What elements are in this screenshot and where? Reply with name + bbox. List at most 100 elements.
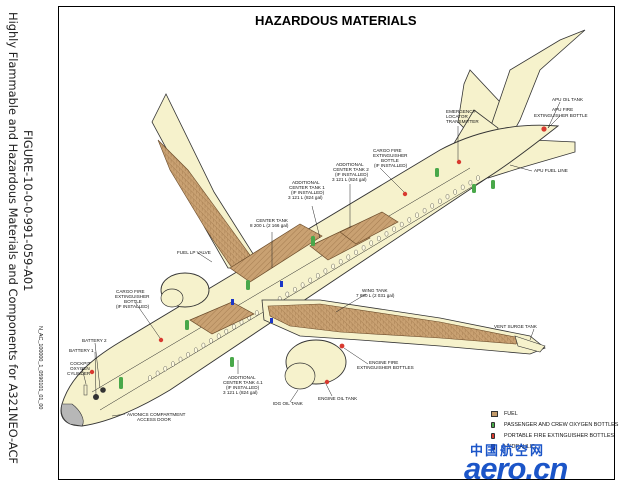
cabin-window (468, 180, 473, 186)
label-elt-3: TRANSMITTER (446, 119, 479, 124)
oxygen-bottle-icon (230, 357, 234, 367)
cabin-window (232, 324, 236, 330)
cabin-window (216, 333, 221, 339)
label-engine-fire-ext-1: ENGINE FIRE (369, 360, 398, 365)
oxygen-bottle-icon (472, 184, 476, 193)
right-engine-inlet (284, 362, 316, 390)
label-engine-oil-tank: ENGINE OIL TANK (318, 396, 358, 401)
label-wing-tank-1: WING TANK (362, 288, 389, 293)
label-battery2: BATTERY 2 (82, 338, 107, 343)
label-cargo-aft-2: EXTINGUISHER (373, 153, 408, 158)
cabin-window (308, 277, 313, 283)
label-act1-3: (IF INSTALLED) (291, 190, 325, 195)
cockpit-oxygen-cylinder-icon (83, 384, 88, 396)
cabin-window (445, 194, 450, 200)
label-apu-fire-ext-1: APU FIRE (552, 107, 573, 112)
extinguisher-icon (324, 379, 330, 385)
radome (60, 403, 84, 427)
legend-item-hydraulic: HYDRAULIC (491, 443, 616, 454)
label-act2-2: CENTER TANK 2 (333, 167, 369, 172)
label-cargo-aft-4: (IF INSTALLED) (374, 163, 408, 168)
label-cargo-fwd-2: EXTINGUISHER (115, 294, 150, 299)
center-tank (229, 223, 323, 283)
label-elt-1: EMERGENCY (446, 109, 476, 114)
label-cockpit-oxygen-2: OXYGEN (70, 366, 90, 371)
cabin-window (407, 217, 412, 223)
cabin-window (224, 328, 229, 335)
extinguisher-icon (89, 369, 95, 375)
cabin-window (293, 287, 297, 293)
label-cargo-fwd-3: BOTTLE (124, 299, 142, 304)
legend-label-oxygen: PASSENGER AND CREW OXYGEN BOTTLES (504, 422, 619, 428)
label-apu-oil-tank: APU OIL TANK (552, 97, 584, 102)
act2-tank (339, 211, 399, 245)
label-cargo-aft-1: CARGO FIRE (373, 148, 402, 153)
cabin-window (392, 226, 396, 232)
oxygen-bottle-icon (185, 320, 189, 330)
label-cockpit-oxygen-3: CYLINDER (67, 371, 91, 376)
label-avionics-door-1: AVIONICS COMPARTMENT (127, 412, 186, 417)
cabin-windows (148, 175, 480, 381)
battery-icon (100, 387, 106, 393)
cabin-window (354, 249, 358, 256)
oxygen-bottle-icon (491, 180, 495, 189)
label-act2-3: (IF INSTALLED) (335, 172, 369, 177)
cabin-window (415, 212, 419, 218)
act4-tank (189, 301, 255, 335)
cabin-window (376, 235, 381, 242)
extinguisher-icon (541, 126, 547, 132)
legend-label-extinguisher: PORTABLE FIRE EXTINGUISHER BOTTLES (504, 433, 615, 439)
extinguisher-icon (456, 159, 462, 165)
left-wing-tank (157, 139, 256, 269)
label-act1-1: ADDITIONAL (292, 180, 320, 185)
label-avionics-door-2: ACCESS DOOR (137, 417, 172, 422)
leader-lines (81, 101, 561, 417)
oxygen-bottle-icon (119, 377, 123, 389)
cabin-window (369, 240, 374, 246)
hydraulic-reservoir (270, 318, 273, 323)
extinguisher-icon (158, 337, 164, 343)
label-act1-4: 3 121 L (824 gal) (288, 195, 323, 200)
label-engine-fire-ext-2: EXTINGUISHER BOTTLES (357, 365, 414, 370)
label-center-tank-2: 8 200 L (2 166 gal) (250, 223, 289, 228)
watermark: 中国航空网 aero.cn (462, 440, 618, 486)
label-fuel-lp-valve: FUEL LP VALVE (177, 250, 211, 255)
oxygen-bottle-icon (246, 280, 250, 290)
cabin-window (338, 259, 343, 265)
hydraulic-reservoir (280, 281, 283, 287)
label-act1-2: CENTER TANK 1 (289, 185, 325, 190)
watermark-cn: 中国航空网 (470, 443, 546, 458)
label-battery1: BATTERY 1 (69, 348, 94, 353)
label-idg-oil-tank: IDG OIL TANK (273, 401, 304, 406)
label-act4-3: (IF INSTALLED) (226, 385, 260, 390)
cabin-window (315, 273, 320, 279)
left-engine-inlet (160, 288, 184, 308)
cabin-window (163, 366, 168, 372)
cabin-window (346, 254, 351, 260)
oxygen-bottle-icon (311, 236, 315, 246)
wingtip (514, 335, 546, 353)
label-elt-2: LOCATOR (446, 114, 468, 119)
label-apu-fire-ext-2: EXTINGUISHER BOTTLE (534, 113, 588, 118)
label-act4-1: ADDITIONAL (228, 375, 256, 380)
label-act2-4: 3 121 L (824 gal) (332, 177, 367, 182)
cabin-window (384, 231, 389, 237)
cabin-window (178, 356, 183, 363)
label-cargo-fwd-1: CARGO FIRE (116, 289, 145, 294)
cabin-window (430, 203, 435, 209)
cabin-window (323, 268, 328, 274)
label-act4-2: CENTER TANK 4.1 (223, 380, 263, 385)
cabin-window (476, 175, 480, 181)
hydraulic-icon (491, 444, 495, 450)
cabin-window (460, 184, 465, 190)
cabin-window (171, 361, 175, 367)
hydraulic-reservoir (231, 299, 234, 305)
label-cargo-aft-3: BOTTLE (381, 158, 399, 163)
cabin-window (148, 375, 152, 381)
label-act4-4: 3 121 L (824 gal) (223, 390, 258, 395)
cabin-window (285, 291, 290, 297)
callouts: APU OIL TANK APU FIRE EXTINGUISHER BOTTL… (67, 97, 588, 422)
label-vent-surge-tank: VENT SURGE TANK (494, 324, 538, 329)
legend-label-fuel: FUEL (504, 411, 518, 417)
